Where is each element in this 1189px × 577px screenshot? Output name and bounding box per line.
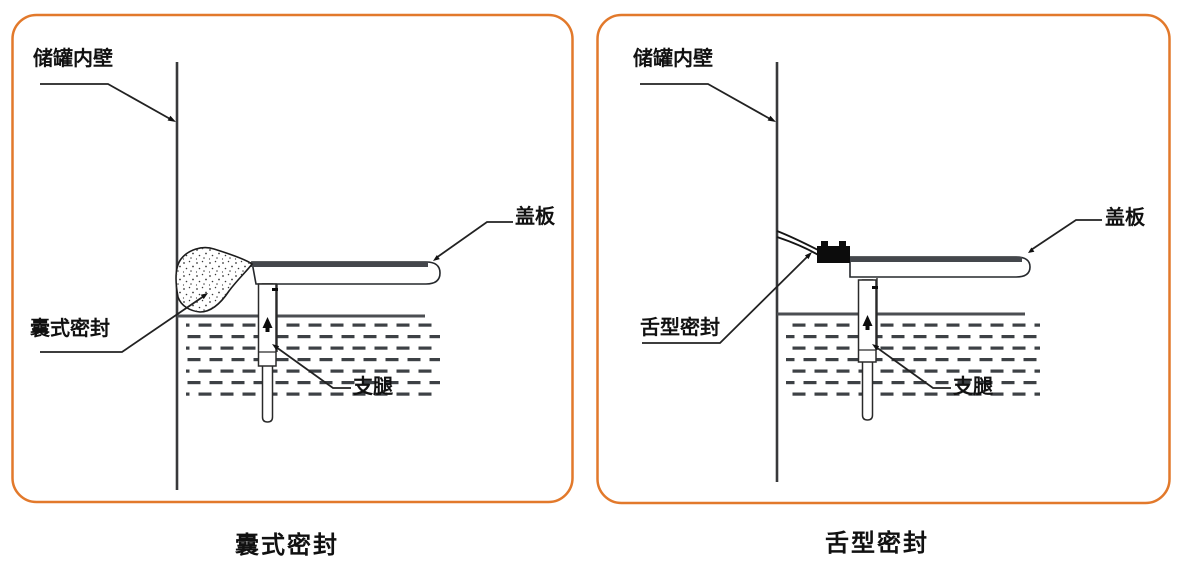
- seal-clamp-tab-right: [839, 241, 846, 247]
- seal-leader-line: [642, 255, 809, 344]
- support-leg-leader-arrowhead: [272, 344, 280, 351]
- liquid-dashes: [186, 320, 440, 398]
- leg-bolt-stem: [865, 326, 870, 330]
- support-leg-label: 支腿: [953, 374, 993, 398]
- support-leg-leader-arrowhead: [872, 344, 880, 351]
- cover-plate-leader-line: [435, 221, 513, 259]
- support-leg-label: 支腿: [353, 374, 393, 398]
- tank-wall-leader-line: [640, 83, 773, 121]
- cover-plate-label: 盖板: [515, 204, 556, 228]
- bag-seal-stipple: [176, 247, 252, 312]
- tank-wall-label: 储罐内壁: [33, 46, 113, 70]
- tank-wall-leader-line: [40, 83, 173, 121]
- panel-bag-seal: 储罐内壁 囊式密封 盖板 支腿 囊式密封: [11, 13, 574, 559]
- cover-plate-label: 盖板: [1105, 205, 1146, 229]
- seal-clamp-tab-left: [821, 241, 828, 247]
- support-leg-leader-line: [275, 346, 351, 389]
- liquid-dashes: [786, 318, 1040, 396]
- seal-clamp-block: [817, 246, 850, 263]
- seal-label: 舌型密封: [640, 315, 720, 339]
- seal-label: 囊式密封: [29, 316, 110, 340]
- cover-plate: [251, 261, 441, 285]
- panel-border: [11, 13, 574, 504]
- leg-bolt-mark: [862, 315, 873, 326]
- seal-leader-arrowhead: [804, 252, 812, 260]
- cover-plate-leader-line: [1030, 219, 1102, 251]
- seal-leader-line: [40, 295, 205, 353]
- support-leg-leader-line: [875, 346, 951, 389]
- panel-caption: 囊式密封: [235, 531, 339, 559]
- leg-pin-mark: [272, 288, 278, 291]
- tank-wall-label: 储罐内壁: [633, 46, 713, 70]
- panel-caption: 舌型密封: [825, 529, 929, 557]
- leg-bolt-mark: [262, 317, 273, 328]
- seal-leader-arrowhead: [200, 293, 208, 300]
- panel-tongue-seal: 储罐内壁 舌型密封 盖板 支腿 舌型密封: [596, 13, 1171, 557]
- leg-bolt-stem: [265, 328, 270, 332]
- cover-plate-leader-arrowhead: [1028, 247, 1035, 253]
- leg-pin-mark: [872, 286, 878, 289]
- tank-wall-leader-arrowhead: [767, 115, 776, 122]
- cover-plate-leader-arrowhead: [433, 255, 440, 261]
- tank-wall-leader-arrowhead: [167, 115, 176, 122]
